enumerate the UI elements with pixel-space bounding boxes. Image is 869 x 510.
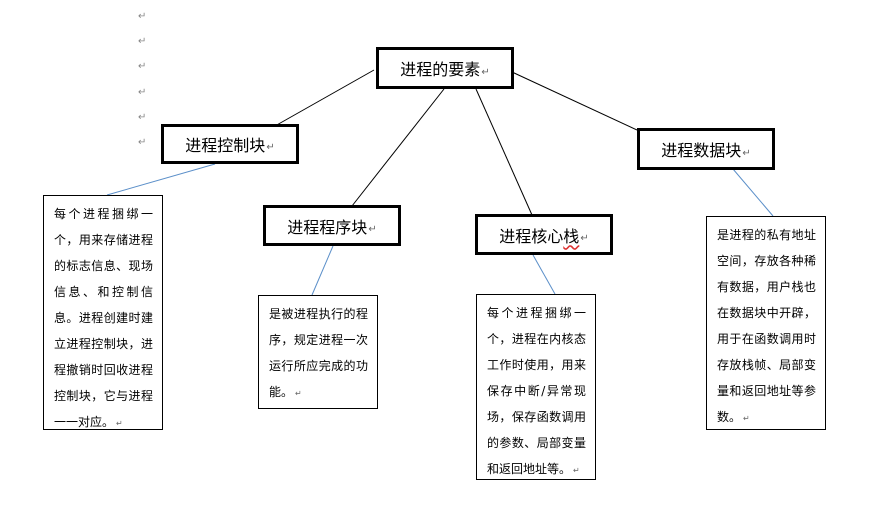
node-process-kernel-stack: 进程核心栈↵ bbox=[475, 214, 613, 255]
desc-text: 每个进程捆绑一个，进程在内核态工作时使用，用来保存中断/异常现场，保存函数调用的… bbox=[487, 306, 586, 476]
paragraph-mark: ↵ bbox=[266, 142, 275, 153]
node-label-main: 进程核心 bbox=[499, 226, 564, 246]
desc-process-kernel-stack: 每个进程捆绑一个，进程在内核态工作时使用，用来保存中断/异常现场，保存函数调用的… bbox=[476, 294, 596, 480]
desc-text: 是进程的私有地址空间，存放各种稀有数据，用户栈也在数据块中开辟，用于在函数调用时… bbox=[717, 228, 816, 424]
paragraph-mark: ↵ bbox=[742, 148, 751, 159]
link-root-program bbox=[351, 88, 445, 207]
node-process-control-block: 进程控制块↵ bbox=[161, 124, 299, 164]
paragraph-mark: ↵ bbox=[573, 466, 580, 475]
paragraph-mark: ↵ bbox=[138, 36, 147, 47]
link-data-desc bbox=[732, 168, 774, 217]
desc-text: 是被进程执行的程序，规定进程一次运行所应完成的功能。 bbox=[269, 307, 368, 399]
paragraph-mark: ↵ bbox=[743, 414, 750, 423]
root-node: 进程的要素↵ bbox=[376, 47, 514, 89]
paragraph-mark: ↵ bbox=[116, 419, 123, 428]
desc-process-program-block: 是被进程执行的程序，规定进程一次运行所应完成的功能。↵ bbox=[258, 295, 378, 409]
link-root-data bbox=[511, 71, 638, 131]
node-label: 进程程序块 bbox=[287, 217, 368, 237]
paragraph-mark: ↵ bbox=[138, 11, 147, 22]
link-pcb-desc bbox=[106, 163, 216, 196]
desc-text: 每个进程捆绑一个，用来存储进程的标志信息、现场信息、和控制信息。进程创建时建立进… bbox=[54, 207, 153, 429]
paragraph-mark: ↵ bbox=[138, 87, 147, 98]
link-program-desc bbox=[311, 245, 334, 296]
paragraph-mark: ↵ bbox=[580, 233, 589, 244]
root-label: 进程的要素 bbox=[400, 60, 481, 79]
paragraph-mark: ↵ bbox=[368, 224, 377, 235]
desc-process-control-block: 每个进程捆绑一个，用来存储进程的标志信息、现场信息、和控制信息。进程创建时建立进… bbox=[43, 195, 163, 430]
node-label: 进程控制块 bbox=[185, 136, 266, 155]
paragraph-mark: ↵ bbox=[138, 137, 147, 148]
paragraph-mark: ↵ bbox=[295, 389, 302, 398]
desc-process-data-block: 是进程的私有地址空间，存放各种稀有数据，用户栈也在数据块中开辟，用于在函数调用时… bbox=[706, 216, 826, 430]
link-root-pcb bbox=[274, 69, 375, 127]
node-label-tail: 栈 bbox=[563, 226, 580, 246]
node-process-data-block: 进程数据块↵ bbox=[637, 128, 775, 170]
paragraph-mark: ↵ bbox=[138, 61, 147, 72]
paragraph-mark: ↵ bbox=[138, 112, 147, 123]
link-stack-desc bbox=[532, 254, 556, 295]
node-process-program-block: 进程程序块↵ bbox=[263, 205, 401, 246]
node-label: 进程数据块 bbox=[661, 141, 742, 160]
link-root-stack bbox=[475, 88, 533, 216]
paragraph-mark: ↵ bbox=[481, 67, 490, 78]
